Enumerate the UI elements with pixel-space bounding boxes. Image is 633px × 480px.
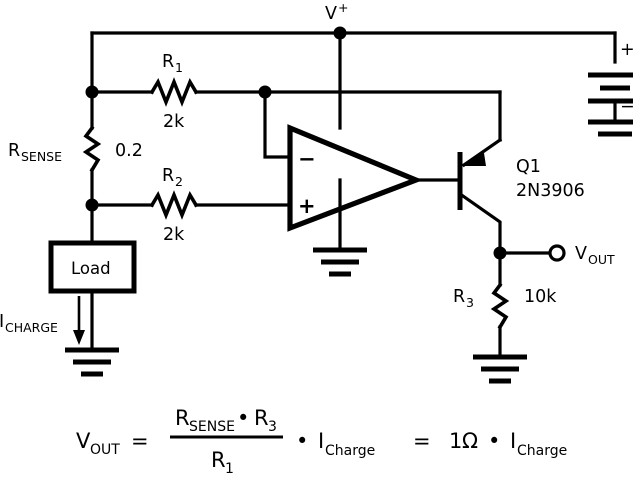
r1-label-name: R [162,52,174,72]
vplus-label: V + [325,0,348,24]
load-box-label: Load [71,259,111,278]
r1-zigzag [149,77,199,107]
vout-label-sub: OUT [588,252,615,267]
equation-numerator-a-name: R [175,406,190,430]
output-equation: V OUT = R SENSE • R 3 R 1 • I Charge = 1… [76,406,567,477]
r2-branch: R 2 2k [90,166,292,245]
opamp-inverting-sign: − [298,147,316,171]
equation-dot-2: • [296,429,308,453]
load-ground-symbol [65,347,119,377]
equation-equals-2: = [413,429,431,453]
opamp: − + [287,124,462,277]
icharge-label: I CHARGE [0,312,58,335]
r3-value-label: 10k [524,287,557,307]
load-branch: Load I CHARGE [0,203,137,377]
battery-minus-label: − [620,97,633,117]
r3-ground-symbol [473,354,527,384]
r1-value-label: 2k [163,112,185,132]
node-dot-inverting [258,85,272,99]
r3-zigzag [490,282,510,330]
vout-label-name: V [575,244,587,264]
equation-numerator-b-sub: 3 [268,419,277,435]
r3-branch: R 3 10k [453,251,557,384]
q1-emitter-arrowhead [462,153,486,166]
r1-label: R 1 [162,52,183,75]
equation-mid-sub: Charge [325,443,375,459]
vout-label: V OUT [575,244,615,267]
icharge-label-sub: CHARGE [5,320,58,335]
equation-result-unit: Ω [462,429,478,453]
battery-plus-label: + [620,40,633,60]
rsense-value-label: 0.2 [115,141,143,161]
r2-label: R 2 [162,166,183,189]
output-node-net: V OUT [493,244,615,267]
r3-label: R 3 [453,287,474,310]
vplus-label-sup: + [338,0,348,15]
r1-label-sub: 1 [175,60,183,75]
r2-label-sub: 2 [175,174,183,189]
opamp-ground-symbol [313,247,367,277]
equation-lhs-sub: OUT [90,442,120,458]
equation-dot-1: • [237,406,249,430]
supply-rail-net [90,26,617,130]
q1-emitter-lead [461,137,503,168]
rsense-label-name: R [8,141,20,161]
rsense-zigzag [82,125,102,173]
r2-label-name: R [162,166,174,186]
equation-denominator-name: R [211,448,226,472]
q1-ref-label: Q1 [516,157,541,177]
equation-dot-3: • [488,429,500,453]
equation-numerator-a-sub: SENSE [189,419,235,435]
q1-part-label: 2N3906 [516,181,585,201]
equation-lhs-name: V [76,429,91,453]
r2-value-label: 2k [163,225,185,245]
opamp-noninverting-sign: + [298,194,316,218]
inverting-input-wire [263,90,292,159]
icharge-arrow-head [73,330,85,345]
equation-result-sub: Charge [517,443,567,459]
r3-label-name: R [453,287,465,307]
icharge-label-name: I [0,312,4,332]
vout-terminal[interactable] [548,244,566,262]
equation-result-value: 1 [449,429,462,453]
equation-equals-1: = [131,429,149,453]
r2-zigzag [149,190,199,220]
battery-symbol: + − [588,40,633,137]
q1-collector-lead [460,193,502,255]
equation-denominator-sub: 1 [225,461,234,477]
opamp-triangle [287,124,424,232]
rsense-label: R SENSE [8,141,62,164]
r3-label-sub: 3 [466,295,474,310]
r1-branch: R 1 2k [90,52,267,132]
q1-label: Q1 2N3906 [516,157,585,201]
rsense-label-sub: SENSE [21,149,62,164]
rsense-branch: R SENSE 0.2 [8,85,143,212]
node-dot-vplus [333,26,347,40]
equation-result-name: I [510,429,516,453]
inverting-node-net [258,85,502,159]
transistor-q1: Q1 2N3906 [457,90,585,255]
equation-mid-name: I [318,429,324,453]
vplus-label-text: V [325,4,337,24]
equation-numerator-b-name: R [254,406,269,430]
